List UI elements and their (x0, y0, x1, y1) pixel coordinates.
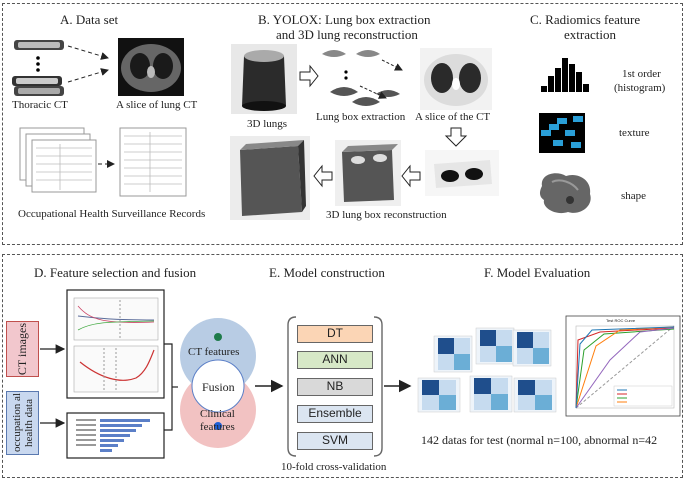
box-reconstruction-label: 3D lung box reconstruction (326, 209, 447, 221)
first-order-label-2: (histogram) (614, 82, 666, 94)
lung-slice-label: A slice of lung CT (116, 99, 198, 111)
model-ensemble: Ensemble (297, 405, 373, 423)
ct-features-label: CT features (188, 346, 240, 358)
shape-label: shape (621, 190, 647, 202)
cv-label: 10-fold cross-validation (281, 461, 387, 473)
section-c-title-line1: C. Radiomics feature (530, 12, 641, 27)
section-d-title: D. Feature selection and fusion (34, 265, 197, 280)
thoracic-ct-label: Thoracic CT (12, 99, 68, 111)
bottom-panel (2, 254, 683, 478)
section-a-title: A. Data set (60, 12, 119, 27)
model-dt: DT (297, 325, 373, 343)
roc-title: Test ROC Curve (606, 318, 636, 323)
section-b-title-line1: B. YOLOX: Lung box extraction (258, 12, 431, 27)
model-nb: NB (297, 378, 373, 396)
lungs-3d-label: 3D lungs (247, 118, 288, 130)
fusion-label: Fusion (202, 380, 235, 394)
evaluation-caption: 142 datas for test (normal n=100, abnorm… (421, 433, 658, 447)
clinical-label-2: features (200, 421, 235, 433)
records-label: Occupational Health Surveillance Records (18, 208, 206, 220)
box-extraction-label: Lung box extraction (316, 111, 406, 123)
occupational-data-label: occupation al health data (10, 393, 35, 453)
model-ann: ANN (297, 351, 373, 369)
section-f-title: F. Model Evaluation (484, 265, 591, 280)
model-svm: SVM (297, 432, 373, 450)
ct-images-label: CT images (15, 322, 29, 376)
section-e-title: E. Model construction (269, 265, 385, 280)
texture-label: texture (619, 127, 650, 139)
ct-slice-label: A slice of the CT (415, 111, 491, 123)
occupational-data-box: occupation al health data (6, 391, 39, 455)
clinical-label-1: Clinical (200, 408, 235, 420)
ct-images-box: CT images (6, 321, 39, 377)
first-order-label-1: 1st order (622, 68, 661, 80)
section-c-title-line2: extraction (564, 27, 616, 42)
section-b-title-line2: and 3D lung reconstruction (276, 27, 418, 42)
top-panel (2, 3, 683, 245)
